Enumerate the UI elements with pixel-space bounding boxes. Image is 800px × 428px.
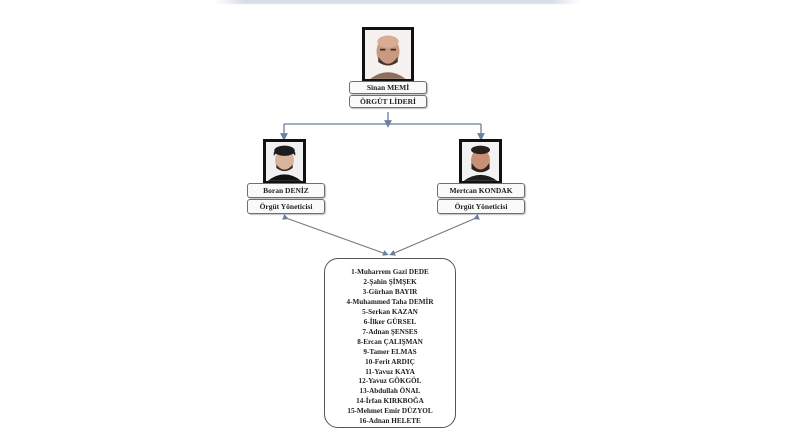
member-item: 6-İlker GÜRSEL xyxy=(363,317,417,326)
leader-role: ÖRGÜT LİDERİ xyxy=(349,95,427,108)
member-item: 16-Adnan HELETE xyxy=(359,417,421,426)
member-item: 13-Abdullah ÖNAL xyxy=(359,387,421,396)
members-list-box: 1-Muharrem Gazi DEDE 2-Şahin ŞİMŞEK 3-Gü… xyxy=(324,258,456,428)
member-item: 1-Muharrem Gazi DEDE xyxy=(351,268,429,276)
manager-2-role: Örgüt Yöneticisi xyxy=(437,199,525,214)
member-item: 12-Yavuz GÖKGÖL xyxy=(358,377,422,386)
manager-1-name: Boran DENİZ xyxy=(247,183,325,198)
manager-1-role: Örgüt Yöneticisi xyxy=(247,199,325,214)
person-portrait-icon xyxy=(365,30,411,79)
member-item: 3-Gürhan BAYIR xyxy=(362,287,418,296)
person-portrait-icon xyxy=(462,142,499,181)
member-item: 5-Serkan KAZAN xyxy=(362,307,418,316)
member-item: 8-Ercan ÇALIŞMAN xyxy=(357,337,423,346)
member-item: 14-İrfan KIRKBOĞA xyxy=(356,397,424,406)
manager-2-name: Mertcan KONDAK xyxy=(437,183,525,198)
manager-2-photo xyxy=(459,139,502,184)
member-item: 15-Mehmet Emir DÜZYOL xyxy=(347,407,433,416)
leader-name: Sinan MEMİ xyxy=(349,81,427,94)
leader-photo xyxy=(362,27,414,82)
member-item: 2-Şahin ŞİMŞEK xyxy=(363,277,417,286)
member-item: 11-Yavuz KAYA xyxy=(365,367,415,376)
cropped-header-title xyxy=(215,0,580,4)
member-item: 10-Ferit ARDIÇ xyxy=(365,357,415,366)
person-portrait-icon xyxy=(266,142,303,181)
member-item: 7-Adnan ŞENSES xyxy=(362,327,418,336)
member-item: 4-Muhammed Taha DEMİR xyxy=(346,297,434,306)
manager-1-photo xyxy=(263,139,306,184)
member-item: 9-Tamer ELMAS xyxy=(363,347,417,356)
